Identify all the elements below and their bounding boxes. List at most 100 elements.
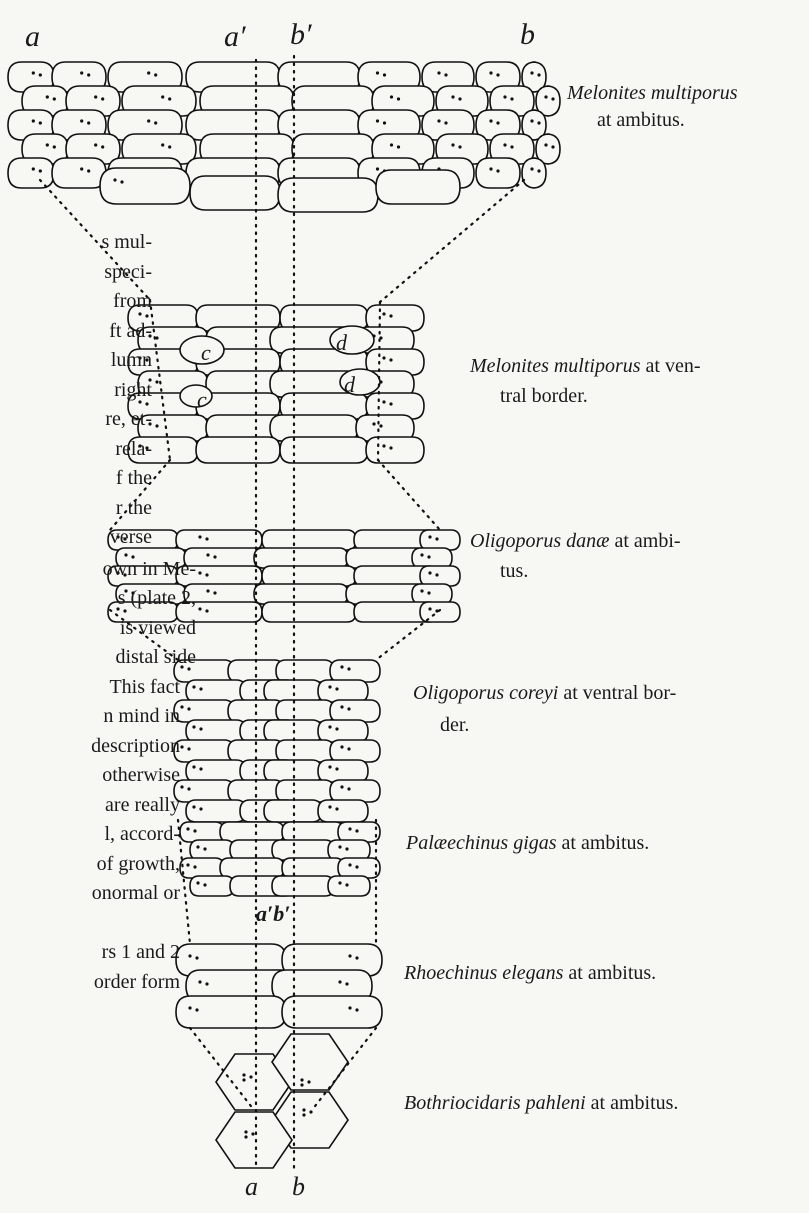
left-text-line: is viewed xyxy=(0,614,196,643)
pore-pair xyxy=(458,145,461,148)
pore-pair xyxy=(196,845,199,848)
plate-oligoporus-coreyi xyxy=(264,760,322,782)
plate-oligoporus-coreyi xyxy=(276,660,334,682)
left-text-line: are really xyxy=(0,791,180,820)
pore-pair xyxy=(213,555,216,558)
pore-pair xyxy=(199,727,202,730)
pore-pair xyxy=(155,424,158,427)
plate-oligoporus-danae xyxy=(412,548,452,568)
pore-pair xyxy=(192,765,195,768)
pore-pair xyxy=(338,881,341,884)
pore-pair xyxy=(32,167,35,170)
pore-pair xyxy=(335,807,338,810)
pore-pair xyxy=(198,980,201,983)
column-letter-a-bottom: a xyxy=(245,1172,258,1202)
pore-pair xyxy=(355,865,358,868)
plate-melonites-ventral xyxy=(196,437,280,463)
pore-pair xyxy=(435,573,438,576)
plate-palaeechinus xyxy=(338,858,380,878)
plate-oligoporus-coreyi xyxy=(174,700,234,722)
caption-oligoporus-coreyi-line1: Oligoporus coreyi at ventral bor- xyxy=(413,680,676,706)
pore-pair xyxy=(376,167,379,170)
caption-melonites-ventral-line1: Melonites multiporus at ven- xyxy=(470,353,701,379)
pore-pair xyxy=(537,169,540,172)
pore-pair xyxy=(420,589,423,592)
caption-oligoporus-danae-line1: Oligoporus danæ at ambi- xyxy=(470,528,681,554)
caption-rest: at ven- xyxy=(646,355,701,377)
pore-pair xyxy=(397,145,400,148)
pore-pair xyxy=(155,380,158,383)
caption-species: Bothriocidaris pahleni xyxy=(404,1092,586,1114)
pore-pair xyxy=(503,143,506,146)
left-text-line: r the xyxy=(0,494,152,523)
pore-pair xyxy=(338,980,341,983)
pore-pair xyxy=(205,982,208,985)
pore-pair xyxy=(198,535,201,538)
pore-pair xyxy=(196,881,199,884)
caption-oligoporus-danae-line2: tus. xyxy=(500,558,528,584)
pore-pair xyxy=(188,1006,191,1009)
pore-pair xyxy=(154,121,157,124)
pore-pair xyxy=(489,119,492,122)
pore-pair xyxy=(489,71,492,74)
plate-palaeechinus xyxy=(272,876,334,896)
pore-pair xyxy=(451,143,454,146)
left-text-line: own in Me- xyxy=(0,555,196,584)
pore-pair xyxy=(188,954,191,957)
column-letter-a-prime-top: a′ xyxy=(224,22,246,52)
left-text-line: speci- xyxy=(0,258,152,287)
left-text-line: re, et- xyxy=(0,405,152,434)
pore-pair xyxy=(180,785,183,788)
pore-pair xyxy=(544,143,547,146)
caption-rest: at ambitus. xyxy=(562,832,650,854)
caption-rest-2: tral border. xyxy=(500,385,588,407)
plate-letter-d-upper: d xyxy=(336,328,347,358)
pore-pair xyxy=(345,982,348,985)
pore-pair xyxy=(348,1006,351,1009)
pore-pair xyxy=(348,954,351,957)
plate-oligoporus-coreyi xyxy=(318,680,368,702)
pore-pair xyxy=(376,71,379,74)
left-text-line: verse xyxy=(0,523,152,552)
pore-pair xyxy=(428,607,431,610)
plate-palaeechinus xyxy=(328,876,370,896)
pore-pair xyxy=(530,167,533,170)
pore-pair xyxy=(251,1132,254,1135)
pore-pair xyxy=(186,863,189,866)
left-text-line: onormal or xyxy=(0,879,180,908)
pore-pair xyxy=(427,555,430,558)
pore-pair xyxy=(347,707,350,710)
pore-pair xyxy=(147,71,150,74)
pore-pair xyxy=(155,336,158,339)
pore-pair xyxy=(147,119,150,122)
plate-letter-c-lower: c xyxy=(197,385,207,415)
pore-pair xyxy=(193,829,196,832)
pore-pair xyxy=(382,312,385,315)
left-text-line: description xyxy=(0,732,180,761)
caption-species: Melonites multiporus xyxy=(470,355,641,377)
plate-oligoporus-coreyi xyxy=(330,740,380,762)
pore-pair xyxy=(551,145,554,148)
plate-oligoporus-danae xyxy=(262,602,356,622)
pore-pair xyxy=(355,829,358,832)
plate-rhoechinus xyxy=(282,996,382,1028)
plate-oligoporus-coreyi xyxy=(318,760,368,782)
left-text-line: of growth, xyxy=(0,850,180,879)
pore-pair xyxy=(300,1083,303,1086)
guide-line-b-mid2 xyxy=(378,460,440,530)
plate-melonites-ambitus xyxy=(522,158,546,188)
caption-species: Melonites multiporus xyxy=(567,82,738,104)
plate-oligoporus-coreyi xyxy=(174,740,234,762)
pore-pair xyxy=(307,1080,310,1083)
pore-pair xyxy=(154,73,157,76)
column-letter-b-top: b xyxy=(520,20,535,50)
pore-pair xyxy=(94,143,97,146)
pore-pair xyxy=(39,169,42,172)
pore-pair xyxy=(347,667,350,670)
pore-pair xyxy=(420,553,423,556)
pore-pair xyxy=(451,95,454,98)
left-text-line: rs 1 and 2 xyxy=(0,938,180,967)
plate-palaeechinus xyxy=(272,840,334,860)
pore-pair xyxy=(340,665,343,668)
pore-pair xyxy=(379,424,382,427)
